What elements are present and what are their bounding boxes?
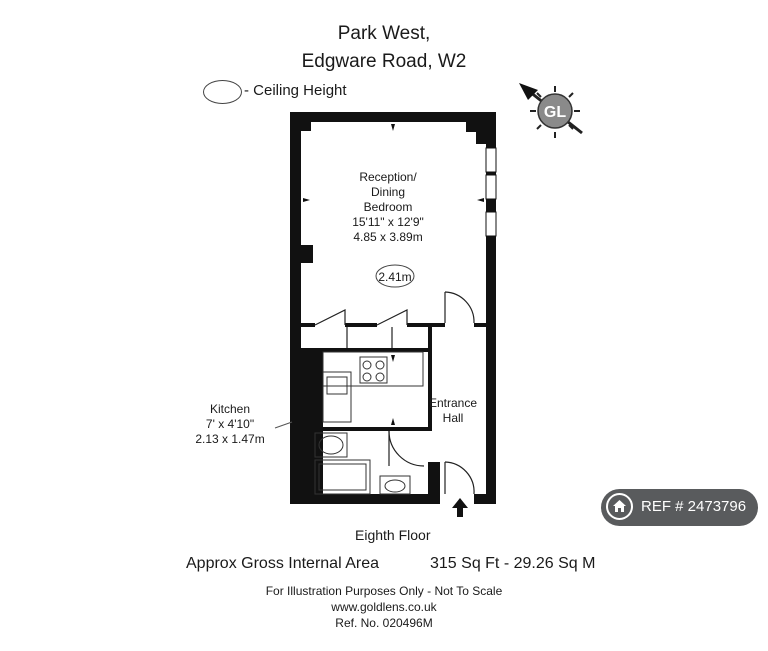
room-label-reception: Reception/ Dining Bedroom 15'11" x 12'9"… — [318, 170, 458, 245]
ceiling-height-marker — [375, 264, 415, 288]
reception-line2: Dining — [370, 185, 406, 199]
room-label-kitchen: Kitchen 7' x 4'10" 2.13 x 1.47m — [190, 402, 270, 447]
property-title-line2: Edgware Road, W2 — [301, 51, 467, 72]
hall-line1: Entrance — [428, 396, 478, 410]
ceiling-height-legend-icon — [203, 80, 242, 104]
kitchen-imperial: 7' x 4'10" — [205, 417, 255, 431]
area-value: 315 Sq Ft - 29.26 Sq M — [430, 555, 596, 572]
reference-number: Ref. No. 020496M — [335, 616, 433, 630]
bathroom-fixtures — [314, 432, 411, 495]
ceiling-height-value: 2.41m — [378, 270, 411, 284]
room-label-hall: Entrance Hall — [418, 396, 488, 426]
ref-badge[interactable]: REF # 2473796 — [601, 489, 758, 526]
entrance-arrow-icon — [452, 498, 468, 517]
window-icon — [485, 147, 497, 237]
reception-imperial: 15'11" x 12'9" — [352, 215, 424, 229]
wall-ticks — [303, 124, 484, 425]
kitchen-metric: 2.13 x 1.47m — [195, 432, 265, 446]
kitchen-line1: Kitchen — [209, 402, 251, 416]
website-text: www.goldlens.co.uk — [331, 600, 437, 614]
hall-line2: Hall — [442, 411, 464, 425]
compass-label: GL — [544, 104, 566, 121]
ceiling-height-legend-label: - Ceiling Height — [244, 82, 347, 99]
house-icon — [606, 493, 633, 520]
ref-badge-text: REF # 2473796 — [641, 498, 747, 515]
property-title-line1: Park West, — [337, 23, 431, 44]
reception-line1: Reception/ — [359, 170, 417, 184]
door-swing-icon — [314, 291, 475, 495]
disclaimer-text: For Illustration Purposes Only - Not To … — [265, 584, 503, 598]
kitchen-leader-line — [274, 421, 293, 429]
reception-line3: Bedroom — [363, 200, 413, 214]
compass-icon: GL — [519, 83, 583, 138]
kitchen-fixtures — [322, 351, 424, 423]
reception-metric: 4.85 x 3.89m — [353, 230, 423, 244]
area-label: Approx Gross Internal Area — [186, 555, 379, 572]
floor-label: Eighth Floor — [355, 527, 431, 543]
